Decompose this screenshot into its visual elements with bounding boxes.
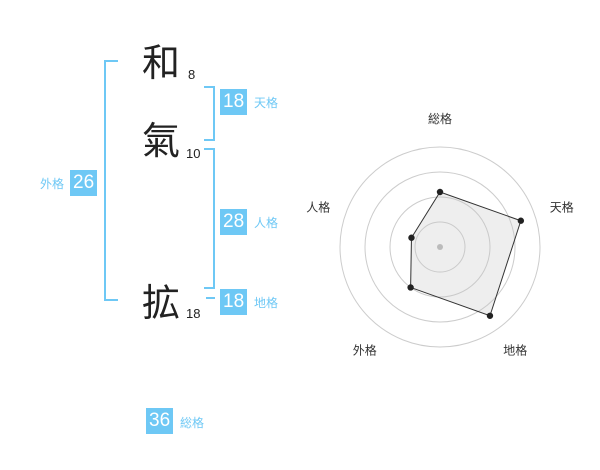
- chikaku-value: 18: [220, 289, 248, 315]
- radar-point-1: [517, 217, 525, 224]
- radar-axis-label-3: 外格: [353, 343, 377, 358]
- radar-polygon: [410, 191, 522, 317]
- name-char-2: 氣: [142, 119, 181, 163]
- soukaku-label: 総格: [180, 416, 205, 430]
- jinkaku-value: 28: [220, 209, 248, 235]
- gaikaku-label: 外格: [40, 177, 65, 191]
- radar-point-2: [486, 312, 494, 319]
- radar-ring-1: [414, 221, 466, 273]
- tenkaku-label: 天格: [254, 96, 279, 110]
- radar-point-3: [407, 284, 414, 291]
- radar-ring-2: [389, 196, 491, 298]
- gaikaku-bracket: [104, 60, 118, 301]
- chikaku-tick: [206, 297, 215, 299]
- radar-axis-label-2: 地格: [503, 343, 527, 358]
- name-char-3: 拡: [142, 281, 181, 325]
- stroke-count-2: 10: [186, 146, 201, 161]
- gaikaku-value: 26: [70, 170, 98, 196]
- tenkaku-value: 18: [220, 89, 248, 115]
- radar-ring-4: [339, 146, 541, 348]
- radar-ring-3: [364, 171, 516, 323]
- chikaku-label: 地格: [254, 296, 279, 310]
- stroke-count-1: 8: [188, 67, 196, 82]
- radar-point-0: [436, 188, 444, 196]
- radar-axis-label-1: 天格: [550, 199, 574, 214]
- radar-center: [437, 244, 443, 250]
- name-char-1: 和: [142, 41, 181, 85]
- stroke-count-3: 18: [186, 306, 201, 321]
- radar-point-4: [408, 234, 415, 241]
- radar-axis-label-0: 総格: [428, 111, 452, 126]
- radar-axis-label-4: 人格: [306, 199, 330, 214]
- jinkaku-label: 人格: [254, 216, 279, 230]
- jinkaku-bracket: [204, 148, 215, 289]
- soukaku-value: 36: [146, 408, 174, 434]
- tenkaku-bracket: [204, 86, 215, 141]
